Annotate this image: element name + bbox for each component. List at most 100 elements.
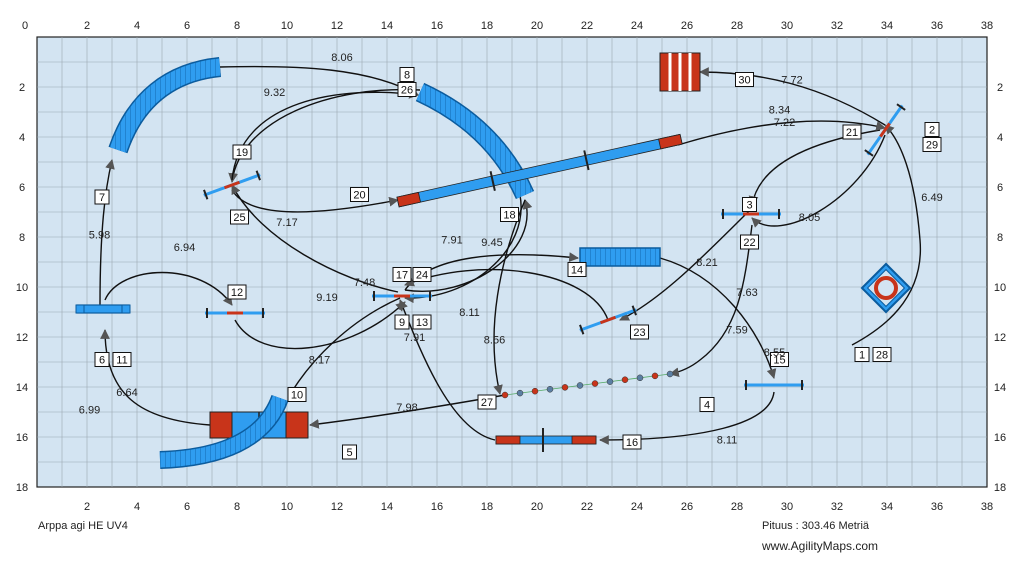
distance-label: 7.63 [736,287,757,299]
x-tick-label: 10 [281,20,293,32]
marker-label: 14 [571,265,583,277]
x-tick-label: 24 [631,501,643,513]
y-tick-label: 12 [16,332,28,344]
distance-label: 7.91 [404,332,425,344]
marker-box [699,397,715,412]
marker-label: 11 [116,355,127,367]
x-tick-label: 20 [531,20,543,32]
x-tick-label: 10 [281,501,293,513]
y-tick-label: 8 [19,232,25,244]
weave-pole [516,389,524,397]
marker-box [477,394,497,410]
y-tick-label: 6 [997,182,1003,194]
marker-box [394,314,410,330]
marker-label: 16 [626,437,638,449]
x-tick-label: 16 [431,20,443,32]
marker-box [112,352,132,367]
distance-label: 7.91 [441,235,462,247]
marker-label: 20 [353,190,365,202]
y-tick-label: 14 [994,382,1006,394]
marker-box [500,207,519,222]
x-tick-label: 4 [134,501,140,513]
weave-pole [531,387,539,395]
marker-box [232,144,252,160]
x-tick-label: 28 [731,20,743,32]
marker-box [412,267,432,282]
marker-label: 25 [233,212,245,224]
y-tick-label: 12 [994,332,1006,344]
x-tick-label: 0 [22,20,28,32]
marker-label: 19 [236,147,248,159]
distance-label: 8.17 [309,355,330,367]
distance-label: 8.56 [484,335,505,347]
course-name: Arppa agi HE UV4 [38,520,128,532]
x-tick-label: 30 [781,501,793,513]
marker-label: 7 [99,192,105,204]
jump-15 [744,380,804,390]
x-tick-label: 14 [381,501,393,513]
marker-label: 30 [738,75,750,87]
marker-label: 24 [416,270,428,282]
distance-label: 8.21 [696,257,717,269]
marker-box [94,352,110,367]
x-tick-label: 34 [881,501,893,513]
marker-box [287,387,307,402]
distance-label: 7.48 [354,277,375,289]
marker-label: 2 [929,125,935,137]
x-tick-label: 8 [234,501,240,513]
tire-obstacle [860,262,912,314]
x-tick-label: 30 [781,20,793,32]
marker-box [94,189,110,205]
distance-label: 6.94 [174,242,195,254]
x-tick-label: 20 [531,501,543,513]
distance-label: 8.05 [799,212,820,224]
weave-pole [636,374,644,382]
weave-pole [651,372,659,380]
x-tick-label: 32 [831,501,843,513]
distance-label: 9.32 [264,87,285,99]
x-tick-label: 12 [331,20,343,32]
distance-label: 7.17 [276,217,297,229]
x-tick-label: 36 [931,501,943,513]
distance-label: 6.49 [921,192,942,204]
y-tick-label: 16 [994,432,1006,444]
course-path [99,65,921,445]
marker-label: 4 [704,400,710,412]
x-tick-label: 22 [581,501,593,513]
marker-label: 1 [859,350,865,362]
jump-9 [372,291,432,301]
x-tick-label: 16 [431,501,443,513]
jump-2 [864,103,906,157]
x-tick-label: 38 [981,501,993,513]
distance-label: 5.98 [89,230,110,242]
jump-3 [721,209,781,219]
weave-pole [576,382,584,389]
y-tick-label: 2 [19,82,25,94]
distance-label: 6.99 [79,405,100,417]
distance-label: 8.55 [764,347,785,359]
x-tick-label: 18 [481,501,493,513]
y-tick-label: 6 [19,182,25,194]
marker-box [227,284,247,300]
x-tick-label: 14 [381,20,393,32]
x-tick-label: 34 [881,20,893,32]
marker-box [742,197,757,212]
marker-box [872,347,892,362]
marker-box [397,82,417,97]
website: www.AgilityMaps.com [762,539,879,553]
marker-label: 13 [416,317,428,329]
x-tick-label: 8 [234,20,240,32]
distance-label: 7.59 [726,325,747,337]
y-tick-label: 4 [997,132,1003,144]
marker-label: 5 [346,447,352,459]
weave-pole [666,370,674,378]
marker-label: 27 [481,397,493,409]
x-tick-label: 24 [631,20,643,32]
y-tick-label: 2 [997,82,1003,94]
weave-pole [561,384,569,391]
distance-label: 7.72 [781,75,802,87]
distance-label: 7.98 [396,402,417,414]
marker-label: 6 [99,355,105,367]
marker-box [922,137,942,152]
